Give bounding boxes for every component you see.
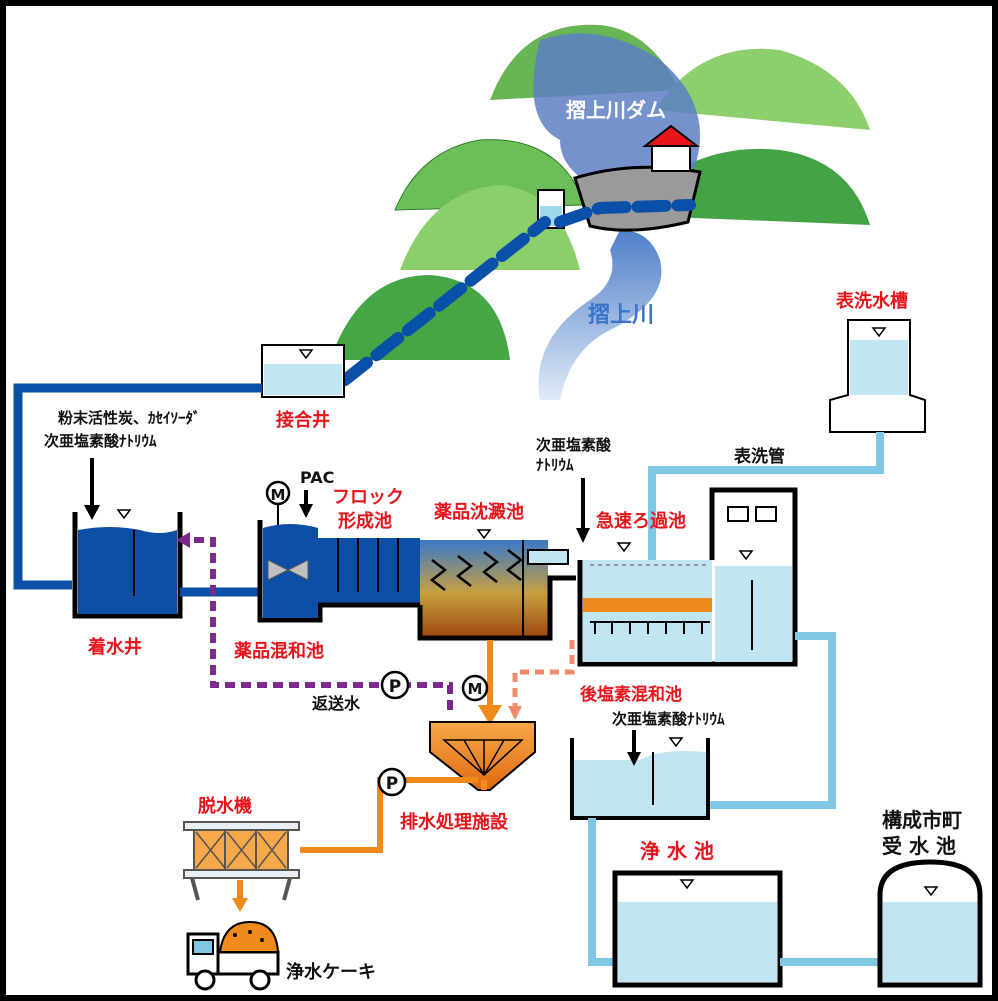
sedimentation-basin (417, 529, 576, 641)
drainage-hopper (429, 721, 536, 791)
chem-label-2b: ﾅﾄﾘｳﾑ (536, 456, 574, 474)
backwash-drain-pipe (512, 640, 575, 712)
surge-tank (829, 319, 926, 433)
chem-arrow-3 (627, 752, 641, 766)
dewatering-label: 脱水機 (198, 795, 252, 817)
city-label-2: 受 水 池 (882, 834, 956, 858)
floc-label-1: フロック (332, 487, 404, 508)
river-label: 摺上川 (588, 303, 654, 328)
rapid-filter-label: 急速ろ過池 (596, 510, 686, 532)
mixing-basin (257, 520, 323, 623)
dam-body (573, 165, 702, 232)
dam-label: 摺上川ダム (566, 98, 666, 122)
dewatering-machine (183, 821, 300, 901)
conduit-pipe (339, 216, 551, 386)
dam-house (642, 124, 700, 172)
surge-tank-label: 表洗水槽 (836, 290, 908, 312)
sedimentation-label: 薬品沈澱池 (434, 501, 524, 523)
cake-label: 浄水ケーキ (286, 961, 376, 983)
pac-label: PAC (300, 468, 334, 487)
mixing-basin-label: 薬品混和池 (234, 640, 324, 662)
river-shape (538, 230, 662, 400)
chem-arrow-2 (576, 528, 590, 543)
drainage-label: 排水処理施設 (400, 811, 509, 833)
return-pump: P (380, 670, 410, 700)
clear-well-label: 浄 水 池 (640, 839, 714, 863)
pac-arrow (299, 504, 313, 518)
raw-water-pipe (13, 383, 262, 590)
junction-well-label: 接合井 (276, 409, 330, 431)
dam-outlet-pipe (554, 199, 696, 228)
return-water-pipe (186, 537, 453, 710)
sludge-arrow (478, 705, 502, 725)
filtered-water-pipe (708, 632, 836, 809)
thickener-motor: M (461, 674, 489, 702)
svg-text:P: P (386, 774, 398, 794)
chem-label-1b: 次亜塩素酸ﾅﾄﾘｳﾑ (44, 432, 157, 450)
chem-label-1a: 粉末活性炭、ｶｾｲｿｰﾀﾞ (58, 409, 201, 427)
svg-text:M: M (468, 680, 483, 698)
return-water-label: 返送水 (312, 694, 361, 713)
svg-text:P: P (389, 677, 401, 697)
rapid-filter (577, 487, 798, 667)
city-reservoir (877, 859, 983, 988)
svg-text:M: M (271, 486, 286, 504)
post-chlorine-basin (570, 737, 710, 820)
junction-well (261, 344, 345, 398)
cake-truck (186, 920, 280, 991)
receiving-well-label: 着水井 (87, 636, 142, 658)
chem-label-3: 次亜塩素酸ﾅﾄﾘｳﾑ (612, 710, 725, 728)
city-label-1: 構成市町 (882, 808, 962, 832)
clear-well (612, 870, 783, 988)
surface-wash-pipe (648, 432, 884, 560)
receiving-well (72, 509, 183, 619)
post-chlorine-label: 後塩素混和池 (580, 684, 682, 705)
pipe-to-clear-well (588, 818, 615, 966)
wash-pipe-label: 表洗管 (734, 446, 785, 467)
floc-label-2: 形成池 (338, 510, 392, 532)
flocculation-basin (318, 538, 420, 608)
chem-label-2a: 次亜塩素酸 (536, 436, 612, 454)
sludge-pump: P (377, 767, 407, 797)
